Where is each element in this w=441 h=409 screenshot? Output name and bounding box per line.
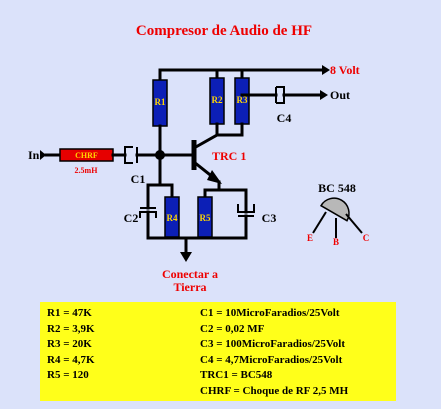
part-r1: R1 = 47K xyxy=(47,307,92,319)
r1-label: R1 xyxy=(155,97,166,107)
pin-c-lead xyxy=(345,213,363,234)
ground-arrow xyxy=(180,252,192,262)
c1-plate-left xyxy=(124,146,133,164)
out-label: Out xyxy=(330,88,350,102)
out-arrow xyxy=(320,90,328,100)
c3-label: C3 xyxy=(262,211,277,225)
supply-label: 8 Volt xyxy=(330,63,360,77)
bc548-package xyxy=(319,197,350,222)
diagram-title: Compresor de Audio de HF xyxy=(136,23,312,39)
r3-label: R3 xyxy=(237,95,248,105)
part-c4: C4 = 4,7MicroFaradios/25Volt xyxy=(200,353,343,366)
transistor-collector xyxy=(191,132,220,151)
c1-label: C1 xyxy=(131,172,146,186)
c3-plate-top xyxy=(237,204,255,213)
part-c1: C1 = 10MicroFaradios/25Volt xyxy=(200,307,340,319)
parts-list: R1 = 47K R2 = 3,9K R3 = 20K R4 = 4,7K R5… xyxy=(40,302,396,401)
part-r2: R2 = 3,9K xyxy=(47,322,95,335)
trc1-label: TRC 1 xyxy=(212,149,246,163)
base-junction xyxy=(155,150,165,160)
ground-label-line1: Conectar a xyxy=(162,267,218,281)
c2-label: C2 xyxy=(124,211,139,225)
part-chrf: CHRF = Choque de RF 2,5 MH xyxy=(200,384,349,397)
part-c2: C2 = 0,02 MF xyxy=(200,322,265,335)
parts-list-right: C1 = 10MicroFaradios/25Volt C2 = 0,02 MF… xyxy=(200,306,348,399)
in-label: In xyxy=(28,148,40,162)
part-r4: R4 = 4,7K xyxy=(47,353,95,366)
part-c3: C3 = 100MicroFaradios/25Volt xyxy=(200,338,345,350)
pin-b-label: B xyxy=(333,237,339,247)
c4-label: C4 xyxy=(277,111,292,125)
chrf-value: 2.5mH xyxy=(75,166,99,175)
pin-c-label: C xyxy=(363,233,370,243)
parts-list-left: R1 = 47K R2 = 3,9K R3 = 20K R4 = 4,7K R5… xyxy=(47,306,95,384)
ground-label-line2: Tierra xyxy=(173,280,206,294)
r4-label: R4 xyxy=(167,213,178,223)
part-r3: R3 = 20K xyxy=(47,338,92,350)
r2-label: R2 xyxy=(212,95,223,105)
pin-e-label: E xyxy=(307,233,313,243)
pin-e-lead xyxy=(312,211,327,234)
in-arrow xyxy=(40,150,46,160)
bc548-label: BC 548 xyxy=(318,181,356,195)
part-trc1: TRC1 = BC548 xyxy=(200,369,273,381)
part-r5: R5 = 120 xyxy=(47,369,89,381)
supply-arrow xyxy=(322,65,330,75)
chrf-label: CHRF xyxy=(75,151,98,160)
r5-label: R5 xyxy=(200,213,211,223)
